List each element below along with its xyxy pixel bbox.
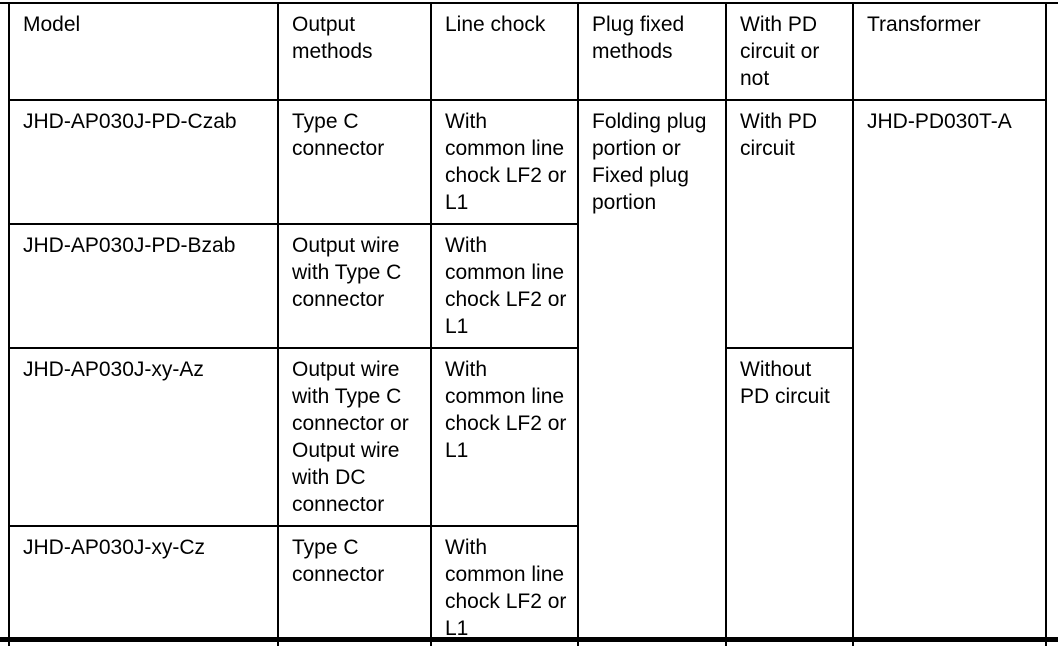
cell-model: JHD-AP030J-xy-Az [8, 347, 279, 527]
cell-output-methods: Output wire with Type C connector or Out… [277, 347, 432, 527]
cell-output-methods: Output wire with Type C connector [277, 223, 432, 349]
cell-plug-fixed-methods: Folding plug portion or Fixed plug porti… [577, 99, 727, 646]
cell-line-chock: With common line chock LF2 or L1 [430, 347, 579, 527]
model-spec-table: Model Output methods Line chock Plug fix… [8, 2, 1047, 646]
cell-line-chock: With common line chock LF2 or L1 [430, 223, 579, 349]
table-row: JHD-AP030J-PD-Czab Type C connector With… [8, 99, 1047, 646]
cell-model: JHD-AP030J-xy-Cz [8, 525, 279, 646]
cell-output-methods: Type C connector [277, 99, 432, 225]
header-cell-model: Model [8, 2, 279, 101]
header-cell-transformer: Transformer [852, 2, 1047, 101]
bottom-horizontal-rule [0, 637, 1058, 642]
header-cell-line-chock: Line chock [430, 2, 579, 101]
header-cell-plug-fixed-methods: Plug fixed methods [577, 2, 727, 101]
table-row: JHD-AP030J-xy-Cz Type C connector With c… [8, 525, 1046, 646]
cell-line-chock: With common line chock LF2 or L1 [430, 525, 579, 646]
cell-line-chock: With common line chock LF2 or L1 [430, 99, 579, 225]
header-cell-pd-circuit: With PD circuit or not [725, 2, 854, 101]
cell-model: JHD-AP030J-PD-Czab [8, 99, 279, 225]
table-row: JHD-AP030J-xy-Az Output wire with Type C… [8, 347, 1046, 646]
cell-output-methods: Type C connector [277, 525, 432, 646]
header-cell-output-methods: Output methods [277, 2, 432, 101]
cell-pd-circuit: Without PD circuit [725, 347, 854, 646]
cell-transformer: JHD-PD030T-A [852, 99, 1047, 646]
cell-model: JHD-AP030J-PD-Bzab [8, 223, 279, 349]
table-row: JHD-AP030J-PD-Bzab Output wire with Type… [8, 223, 1046, 349]
table-header-row: Model Output methods Line chock Plug fix… [8, 2, 1047, 101]
cell-pd-circuit: With PD circuit [725, 99, 854, 349]
